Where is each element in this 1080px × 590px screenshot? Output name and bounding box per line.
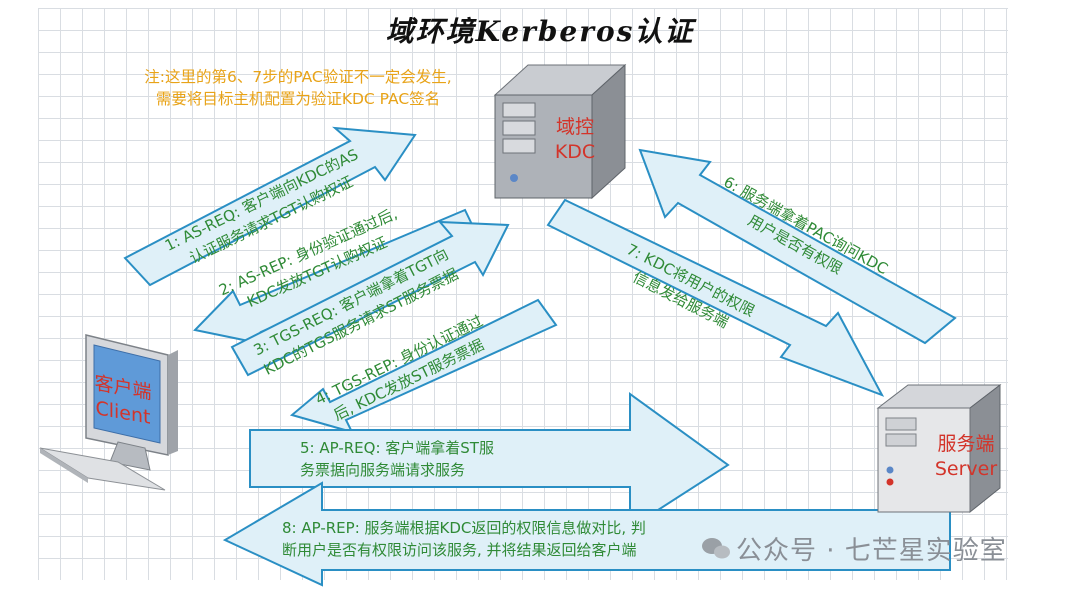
step-5-line-1: 5: AP-REQ: 客户端拿着ST服 <box>300 439 494 457</box>
arrow-step-4 <box>289 298 558 434</box>
wechat-logo-icon <box>702 538 730 559</box>
pac-note-line-2: 需要将目标主机配置为验证KDC PAC签名 <box>155 90 441 108</box>
arrow-step-3 <box>230 220 510 377</box>
step-5-label: 5: AP-REQ: 客户端拿着ST服 务票据向服务端请求服务 <box>300 437 494 481</box>
kdc-label-line-1: 域控 <box>555 116 594 138</box>
pac-note: 注:这里的第6、7步的PAC验证不一定会发生, 需要将目标主机配置为验证KDC … <box>108 66 488 110</box>
diagram-title: 域环境Kerberos认证 <box>385 15 695 48</box>
server-label-line-2: Server <box>934 458 998 480</box>
arrow-step-1 <box>123 126 417 287</box>
pac-note-line-1: 注:这里的第6、7步的PAC验证不一定会发生, <box>144 68 452 86</box>
kdc-label-line-2: KDC <box>554 141 596 163</box>
step-8-line-1: 8: AP-REP: 服务端根据KDC返回的权限信息做对比, 判 <box>282 519 646 537</box>
arrow-step-7 <box>546 198 885 397</box>
client-computer-icon <box>39 334 178 491</box>
step-8-line-2: 断用户是否有权限访问该服务, 并将结果返回给客户端 <box>282 541 637 559</box>
server-label: 服务端 Server <box>925 432 1007 482</box>
arrow-step-8 <box>222 481 951 587</box>
watermark-text: 公众号 · 七芒星实验室 <box>736 536 1007 566</box>
kdc-label: 域控 KDC <box>540 115 610 165</box>
kdc-server-icon <box>493 63 627 200</box>
arrow-step-6 <box>638 148 957 345</box>
server-tower-icon <box>876 383 1002 514</box>
server-label-line-1: 服务端 <box>937 433 995 455</box>
step-8-label: 8: AP-REP: 服务端根据KDC返回的权限信息做对比, 判 断用户是否有权… <box>282 517 646 561</box>
step-5-line-2: 务票据向服务端请求服务 <box>300 461 466 479</box>
